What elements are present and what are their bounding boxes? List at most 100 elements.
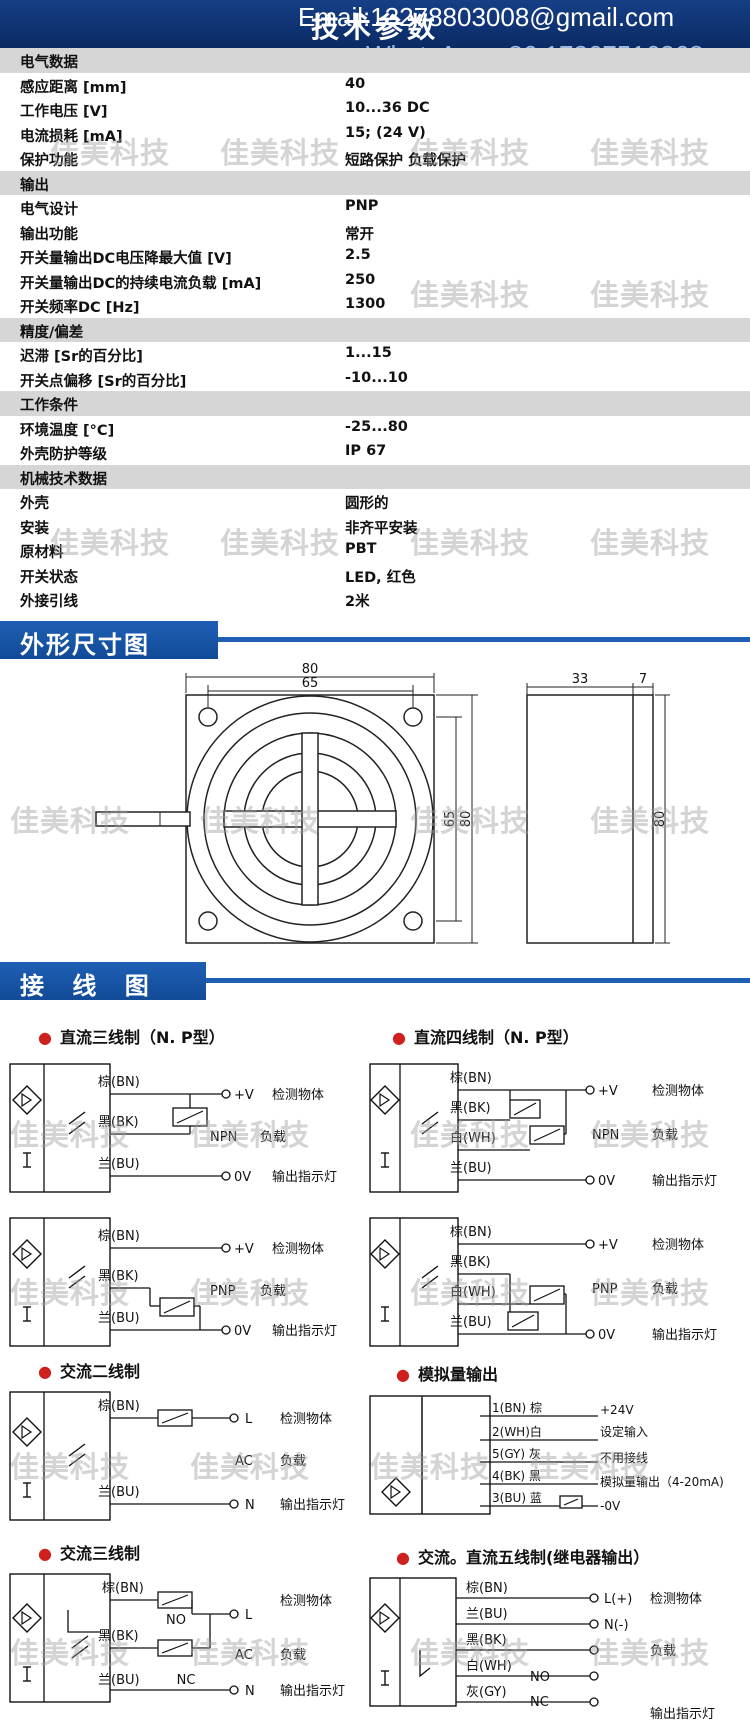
spec-value: -10...10 bbox=[345, 369, 408, 386]
cable-icon bbox=[95, 811, 191, 827]
spec-label: 电气设计 bbox=[20, 202, 78, 218]
spec-value: 短路保护 负载保护 bbox=[345, 153, 467, 169]
spec-row: 开关量输出DC电压降最大值 [V]2.5 bbox=[0, 244, 750, 269]
caption-five: ●交流。直流五线制(继电器输出） bbox=[396, 1548, 650, 1567]
dim-flange-label: 7 bbox=[639, 672, 647, 687]
wire-label-bu: 兰(BU) bbox=[98, 1485, 140, 1500]
relay-coil-icon bbox=[159, 1297, 195, 1317]
spec-label: 开关状态 bbox=[20, 569, 78, 586]
caption-dc4: ●直流四线制（N. P型） bbox=[392, 1028, 579, 1047]
indicator-label: 输出指示灯 bbox=[650, 1706, 715, 1722]
terminal-icon bbox=[585, 1239, 595, 1249]
wire-label-bk: 黑(BK) bbox=[98, 1269, 139, 1284]
object-label: 检测物体 bbox=[272, 1088, 324, 1103]
spec-label: 开关频率DC [Hz] bbox=[20, 300, 140, 316]
sensor-body bbox=[9, 1391, 111, 1521]
spec-value: 250 bbox=[345, 271, 376, 288]
terminal-icon bbox=[221, 1171, 231, 1181]
sensor-body bbox=[369, 1577, 457, 1707]
spec-label: 保护功能 bbox=[20, 153, 78, 169]
spec-section-label: 精度/偏差 bbox=[20, 324, 84, 341]
analog-desc-label: +24V bbox=[600, 1403, 634, 1417]
caption-dc3: ●直流三线制（N. P型） bbox=[38, 1028, 225, 1047]
supply-label: +V bbox=[598, 1084, 618, 1099]
sensor-body bbox=[9, 1063, 111, 1193]
supply-label: 0V bbox=[234, 1170, 251, 1185]
wiring-section-header: 接 线 图 bbox=[0, 962, 750, 1000]
terminal-icon bbox=[229, 1609, 239, 1619]
terminal-icon bbox=[221, 1089, 231, 1099]
caption-ac3: ●交流三线制 bbox=[38, 1544, 140, 1563]
dim-side-height-label: 80 bbox=[653, 811, 668, 828]
spec-row: 感应距离 [mm]40 bbox=[0, 73, 750, 98]
dimension-section-header: 外形尺寸图 bbox=[0, 621, 750, 659]
wire-label-bu: 兰(BU) bbox=[98, 1673, 140, 1688]
analog-desc-label: 设定输入 bbox=[600, 1424, 648, 1439]
indicator-label: 输出指示灯 bbox=[280, 1497, 345, 1513]
no-label: NO bbox=[166, 1613, 186, 1628]
supply-label: 0V bbox=[598, 1174, 615, 1189]
spec-value: 1300 bbox=[345, 296, 386, 312]
spec-label: 外接引线 bbox=[20, 594, 78, 610]
terminal-icon bbox=[229, 1499, 239, 1509]
relay-coil-icon bbox=[157, 1409, 193, 1427]
sensor-body bbox=[369, 1217, 459, 1347]
spec-row: 环境温度 [°C]-25...80 bbox=[0, 416, 750, 441]
spec-section-label: 机械技术数据 bbox=[20, 471, 107, 488]
mount-hole-icon bbox=[198, 707, 218, 727]
sensor-body bbox=[9, 1573, 111, 1703]
spec-row: 输出功能常开 bbox=[0, 220, 750, 245]
spec-value: 1...15 bbox=[345, 345, 392, 361]
spec-section-header: 电气数据 bbox=[0, 48, 750, 73]
object-label: 检测物体 bbox=[280, 1594, 332, 1609]
email-overlay: Email:13278803008@gmail.com bbox=[298, 2, 675, 32]
spec-label: 迟滞 [Sr的百分比] bbox=[20, 349, 143, 365]
spec-value: 非齐平安装 bbox=[345, 520, 418, 537]
spec-section-label: 输出 bbox=[20, 177, 49, 194]
spec-section-header: 输出 bbox=[0, 170, 750, 195]
relay-contact-icon bbox=[419, 1650, 431, 1678]
spec-row: 工作电压 [V]10...36 DC bbox=[0, 97, 750, 122]
wire-label-bn: 棕(BN) bbox=[98, 1229, 140, 1244]
spec-value: -25...80 bbox=[345, 418, 408, 435]
load-label: 负载 bbox=[652, 1128, 678, 1143]
object-label: 检测物体 bbox=[652, 1084, 704, 1099]
supply-label: L bbox=[245, 1412, 253, 1427]
pnp-label: PNP bbox=[210, 1284, 236, 1299]
spec-row: 迟滞 [Sr的百分比] 1...15 bbox=[0, 342, 750, 367]
spec-section-header: 精度/偏差 bbox=[0, 317, 750, 342]
sensor-body bbox=[9, 1217, 111, 1347]
caption-ac2: ●交流二线制 bbox=[38, 1362, 140, 1381]
indicator-label: 输出指示灯 bbox=[280, 1683, 345, 1699]
wire-label-bu: 兰(BU) bbox=[98, 1311, 140, 1326]
terminal-icon bbox=[589, 1697, 599, 1707]
analog-desc-label: -0V bbox=[600, 1499, 621, 1513]
supply-label: +V bbox=[234, 1242, 254, 1257]
terminal-icon bbox=[585, 1085, 595, 1095]
wire-label-bu: 兰(BU) bbox=[98, 1157, 140, 1172]
spec-value: 40 bbox=[345, 75, 366, 92]
supply-label: 0V bbox=[234, 1324, 251, 1339]
spec-value: 圆形的 bbox=[345, 496, 389, 512]
analog-pin-label: 2(WH)白 bbox=[492, 1424, 542, 1439]
wire-label-bn: 棕(BN) bbox=[102, 1581, 144, 1596]
nc-label: NC bbox=[177, 1673, 196, 1688]
side-body-outline bbox=[526, 694, 654, 944]
wire-label-bn: 棕(BN) bbox=[450, 1071, 492, 1086]
load-label: 负载 bbox=[280, 1454, 306, 1469]
analog-desc-label: 模拟量输出（4-20mA) bbox=[600, 1474, 724, 1489]
spec-label: 原材料 bbox=[20, 545, 64, 561]
load-label: 负载 bbox=[652, 1282, 678, 1297]
terminal-icon bbox=[585, 1175, 595, 1185]
terminal-icon bbox=[229, 1413, 239, 1423]
spec-label: 电流损耗 [mA] bbox=[20, 128, 123, 145]
spec-row: 外壳圆形的 bbox=[0, 489, 750, 514]
wire-label-wh: 白(WH) bbox=[450, 1130, 496, 1146]
supply-label: L bbox=[245, 1608, 253, 1623]
wire-label-wh: 白(WH) bbox=[466, 1658, 512, 1674]
npn-label: NPN bbox=[210, 1130, 237, 1145]
wire-label-bu: 兰(BU) bbox=[450, 1315, 492, 1330]
terminal-icon bbox=[589, 1593, 599, 1603]
